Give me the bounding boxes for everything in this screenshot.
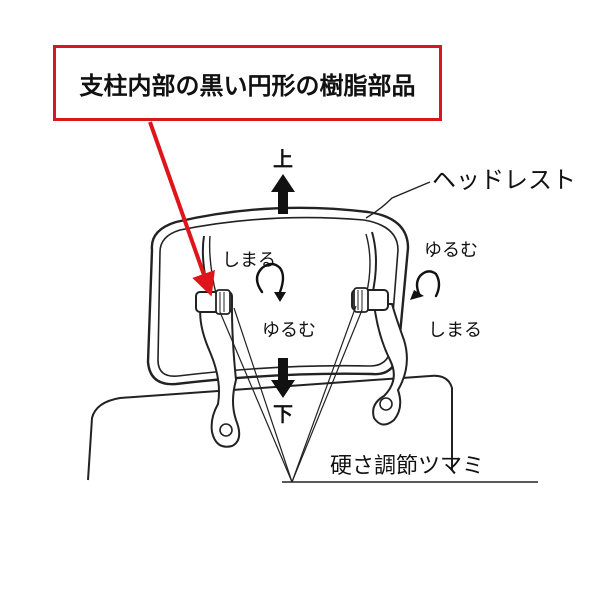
knob-leader-line xyxy=(291,305,357,483)
knob-leader-line xyxy=(291,309,363,483)
rotate-arrow-left-icon xyxy=(255,262,285,294)
right-knob-cap xyxy=(353,287,369,313)
up-arrow-icon xyxy=(271,174,295,214)
callout-box: 支柱内部の黒い円形の樹脂部品 xyxy=(53,45,442,121)
label-tighten-left: しまる xyxy=(222,250,276,271)
label-up: 上 xyxy=(273,147,293,171)
right-bracket-hole xyxy=(379,397,393,411)
label-tighten-right: しまる xyxy=(428,320,482,341)
down-arrow-icon xyxy=(271,358,295,398)
label-headrest: ヘッドレスト xyxy=(432,166,576,194)
rotate-arrow-right-icon xyxy=(415,270,441,298)
knob-leader-line xyxy=(233,307,293,483)
label-knob: 硬さ調節ツマミ xyxy=(330,454,485,479)
label-down: 下 xyxy=(273,402,293,426)
rotate-arrow-right-head xyxy=(410,290,424,300)
knob-leader-line xyxy=(219,311,293,483)
left-bracket-hole xyxy=(219,423,233,437)
rotate-arrow-left-head xyxy=(274,292,286,302)
left-bracket-arm xyxy=(199,298,241,448)
right-bracket-arm xyxy=(372,303,408,426)
red-pointer-arrow xyxy=(148,121,215,297)
label-loosen-left: ゆるむ xyxy=(262,320,316,341)
seat-back-outline xyxy=(87,374,453,481)
label-loosen-right: ゆるむ xyxy=(424,240,478,261)
headrest-leader xyxy=(365,181,431,219)
callout-text: 支柱内部の黒い円形の樹脂部品 xyxy=(79,71,416,100)
left-knob-cap xyxy=(215,289,231,315)
